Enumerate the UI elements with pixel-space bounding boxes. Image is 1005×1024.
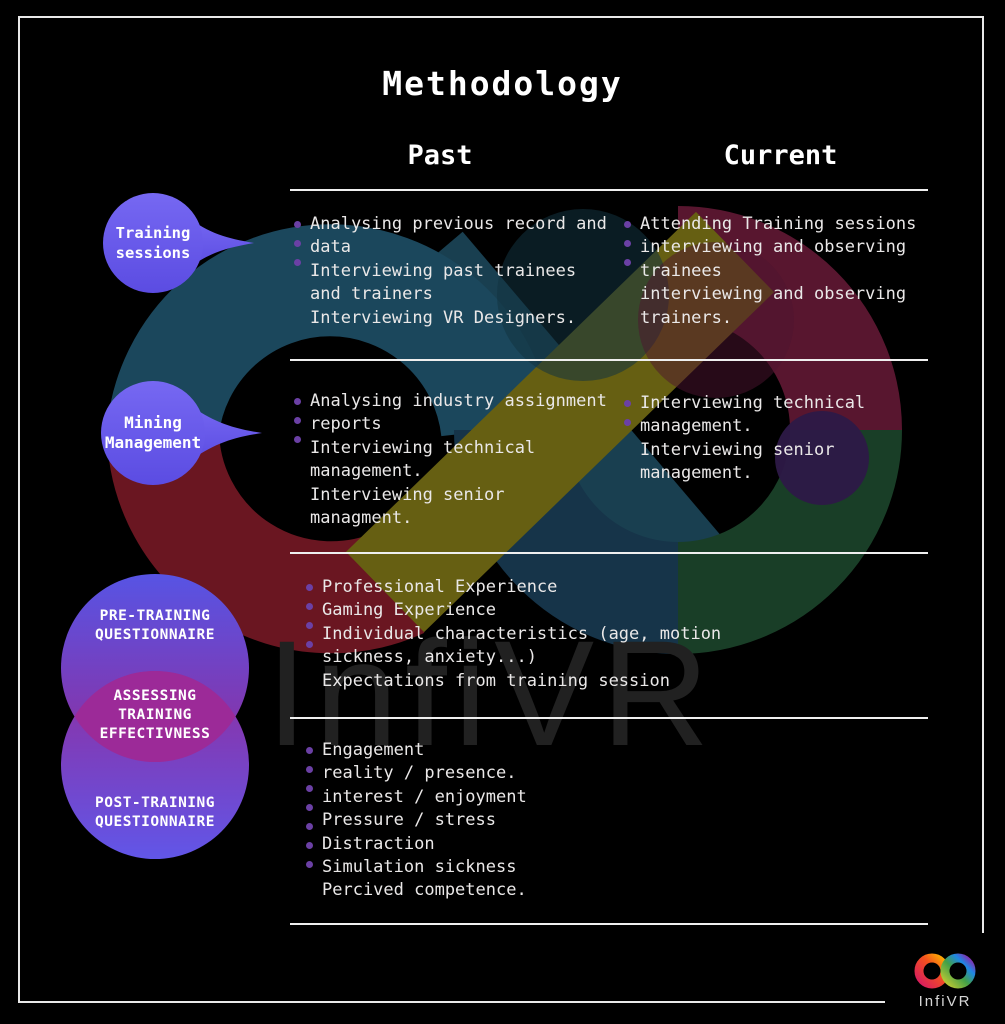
bullet-dot-icon	[624, 419, 631, 426]
list-item: Expectations from training session	[322, 670, 670, 691]
separator-line	[290, 189, 928, 191]
bullet-dots	[624, 392, 631, 426]
bullet-dot-icon	[294, 240, 301, 247]
mining-management-badge	[101, 381, 262, 485]
list-item: Interviewing technical management.	[310, 437, 536, 482]
separator-line	[290, 552, 928, 554]
bullet-dot-icon	[624, 240, 631, 247]
bullet-dot-icon	[294, 221, 301, 228]
bullet-dot-icon	[294, 436, 301, 443]
list-item: Interviewing VR Designers.	[310, 307, 577, 328]
assessing-label: ASSESSING TRAINING EFFECTIVNESS	[99, 688, 211, 742]
row1-current-list: Attending Training sessions interviewing …	[624, 213, 942, 330]
bullet-dot-icon	[306, 603, 313, 610]
separator-line	[290, 359, 928, 361]
bullet-dot-icon	[624, 259, 631, 266]
bullet-dot-icon	[624, 221, 631, 228]
logo-block: InfiVR	[885, 933, 1005, 1024]
bullet-dot-icon	[306, 747, 313, 754]
bullet-dot-icon	[306, 785, 313, 792]
list-item: Analysing previous record and data	[310, 214, 607, 258]
bullet-dot-icon	[294, 398, 301, 405]
list-item: Percived competence.	[322, 880, 527, 901]
bullet-dots	[306, 576, 313, 648]
bullet-dot-icon	[306, 861, 313, 868]
separator-line	[290, 923, 928, 925]
pre-training-label: PRE-TRAINING QUESTIONNAIRE	[95, 608, 215, 643]
page-title: Methodology	[382, 64, 623, 103]
bullet-dot-icon	[306, 766, 313, 773]
venn-diagram	[61, 574, 249, 859]
bullet-dot-icon	[306, 823, 313, 830]
watermark-text: InfiVR	[266, 609, 717, 777]
list-item: Engagement	[322, 740, 425, 760]
mining-management-label: Mining Management	[104, 413, 202, 452]
training-sessions-label: Training sessions	[115, 224, 191, 262]
post-training-label: POST-TRAINING QUESTIONNAIRE	[95, 795, 215, 830]
border-frame	[18, 16, 984, 1003]
list-item: Professional Experience	[322, 577, 558, 597]
bullet-dot-icon	[294, 259, 301, 266]
column-header-current: Current	[723, 140, 838, 171]
training-sessions-badge	[103, 193, 254, 293]
list-item: Interviewing technical management.	[640, 393, 866, 437]
list-item: reality / presence.	[322, 763, 517, 784]
list-item: interest / enjoyment	[322, 786, 527, 807]
bullet-dot-icon	[294, 417, 301, 424]
list-item: Gaming Experience	[322, 600, 496, 621]
bullet-dots	[294, 213, 301, 266]
bullet-dots	[306, 739, 313, 868]
separator-line	[290, 717, 928, 719]
bullet-dot-icon	[624, 400, 631, 407]
list-item: Attending Training sessions	[640, 214, 917, 234]
bullet-dot-icon	[306, 641, 313, 648]
list-item: Analysing industry assignment reports	[310, 391, 607, 435]
column-header-past: Past	[407, 140, 473, 171]
list-item: Individual characteristics (age, motion …	[322, 623, 722, 668]
list-item: Simulation sickness	[322, 857, 517, 878]
bullet-dot-icon	[306, 584, 313, 591]
list-item: interviewing and observing trainers.	[640, 284, 907, 328]
logo-text: InfiVR	[918, 993, 972, 1010]
list-item: Interviewing past trainees and trainers	[310, 260, 577, 305]
row4-list: Engagement reality / presence.interest / …	[306, 739, 752, 903]
list-item: interviewing and observing trainees	[640, 237, 907, 281]
infivr-infinity-icon	[914, 953, 976, 989]
bullet-dots	[294, 390, 301, 443]
bullet-dot-icon	[306, 842, 313, 849]
list-item: Interviewing senior managment.	[310, 484, 505, 529]
bullet-dot-icon	[306, 622, 313, 629]
bullet-dots	[624, 213, 631, 266]
list-item: Distraction	[322, 833, 435, 854]
bullet-dot-icon	[306, 804, 313, 811]
row2-current-list: Interviewing technical management.Interv…	[624, 392, 942, 486]
list-item: Interviewing senior management.	[640, 439, 835, 484]
list-item: Pressure / stress	[322, 810, 496, 831]
